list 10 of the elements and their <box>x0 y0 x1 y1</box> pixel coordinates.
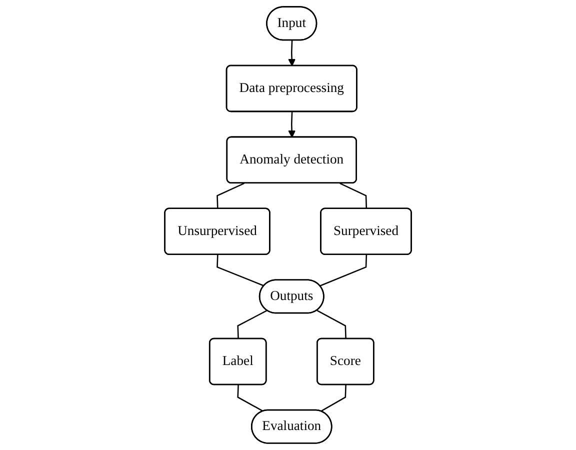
connector <box>316 310 346 339</box>
connector <box>320 254 368 286</box>
connector <box>216 182 244 209</box>
connector <box>237 310 268 339</box>
connector <box>216 254 264 286</box>
arrow <box>288 112 296 138</box>
connector <box>237 384 264 412</box>
arrow <box>288 40 296 66</box>
connector <box>340 182 368 209</box>
connector <box>320 384 346 412</box>
